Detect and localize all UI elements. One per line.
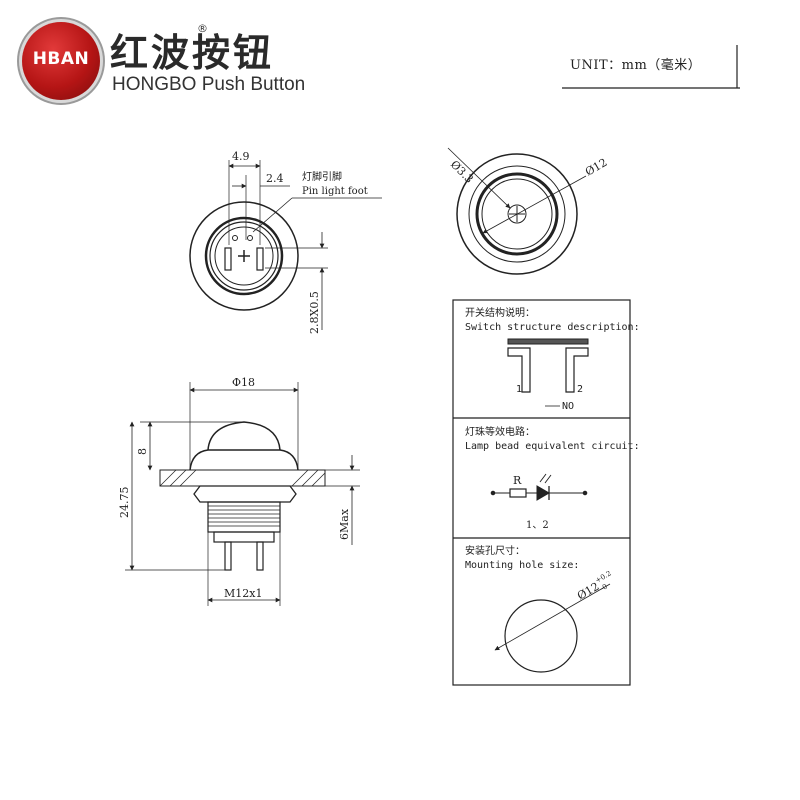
registered-mark: ® <box>197 22 208 35</box>
structure-title-cn: 开关结构说明： <box>465 306 535 319</box>
dim-hole: Ø3.3 <box>448 158 476 186</box>
front-view <box>447 147 587 275</box>
lamp-circuit-diagram <box>490 473 588 501</box>
pin-label-cn: 灯脚引脚 <box>302 170 342 183</box>
switch-structure-diagram <box>507 338 589 407</box>
top-view <box>189 160 382 330</box>
unit-label: UNIT：mm（毫米） <box>570 58 702 73</box>
switch-state: NO <box>562 401 574 412</box>
dim-total-height: 24.75 <box>118 487 131 519</box>
structure-title-en: Switch structure description: <box>465 322 640 333</box>
circuit-title-en: Lamp bead equivalent circuit: <box>465 441 640 452</box>
led-symbol <box>536 485 550 501</box>
dim-2-4: 2.4 <box>266 172 284 185</box>
mounting-title-en: Mounting hole size: <box>465 560 579 571</box>
dim-pin-size: 2.8X0.5 <box>308 291 321 334</box>
dim-diameter: Φ18 <box>232 376 255 389</box>
logo-badge <box>22 22 100 100</box>
unit-box-frame <box>562 45 740 89</box>
circuit-terminals: 1、2 <box>526 520 549 531</box>
info-panels-frame <box>452 299 631 686</box>
resistor-symbol <box>509 488 527 498</box>
terminal-2: 2 <box>577 384 583 395</box>
dim-4-9: 4.9 <box>232 150 250 163</box>
dim-thread: M12x1 <box>224 587 262 600</box>
circuit-title-cn: 灯珠等效电路： <box>465 425 535 438</box>
resistor-label: R <box>513 474 522 487</box>
hole-tol-lower: -0 <box>599 582 609 592</box>
pin-label-en: Pin light foot <box>302 186 368 197</box>
side-view <box>125 382 360 606</box>
dim-cap-height: 8 <box>136 448 149 455</box>
mounting-title-cn: 安装孔尺寸： <box>465 544 525 557</box>
dim-outer: Ø12 <box>583 156 609 179</box>
terminal-1: 1 <box>516 384 522 395</box>
logo-text: HBAN <box>32 49 90 69</box>
mounting-hole-diagram <box>494 583 611 673</box>
dim-max-panel: 6Max <box>338 508 351 540</box>
brand-name-chinese: 红波按钮 <box>110 31 275 75</box>
brand-name-english: HONGBO Push Button <box>112 74 306 95</box>
